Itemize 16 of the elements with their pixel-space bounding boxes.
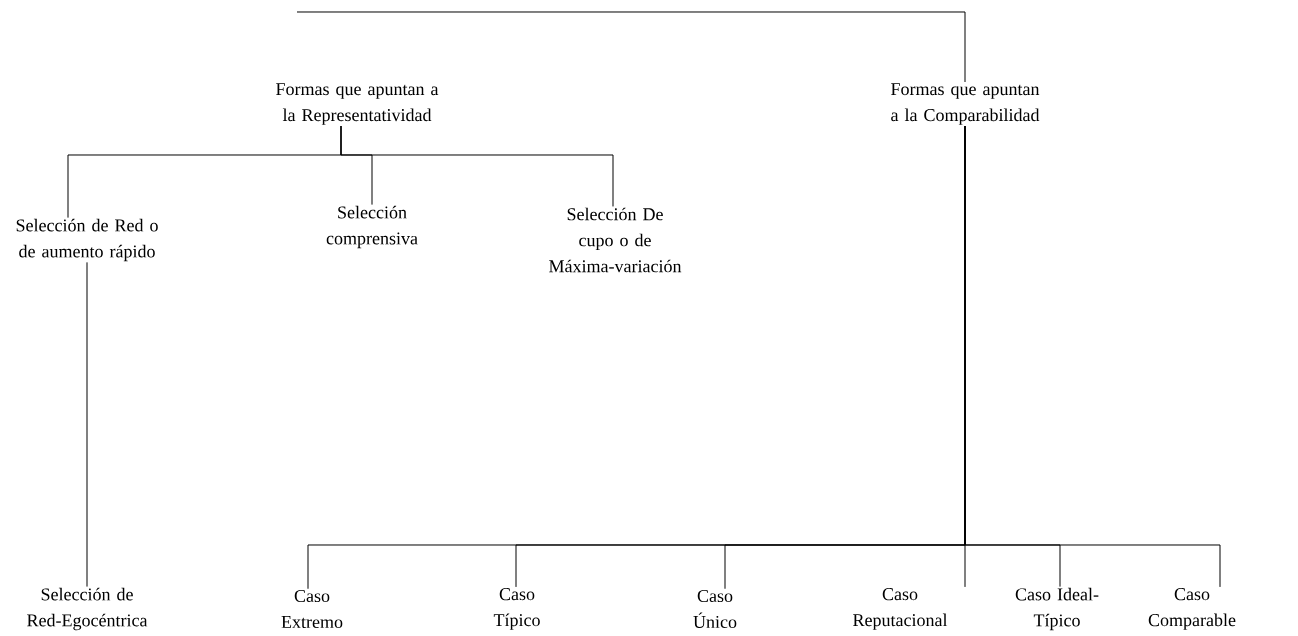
connector-line <box>964 125 1221 588</box>
node-label: Selección De cupo o de Máxima-variación <box>549 207 682 273</box>
node-label: Caso Reputacional <box>853 588 948 630</box>
node-label: Caso Extremo <box>281 589 343 629</box>
node-label: Formas que apuntan a la Comparabilidad <box>891 83 1040 125</box>
node-label: Caso Único <box>693 589 737 629</box>
node-label: Selección de Red-Egocéntrica <box>27 587 148 631</box>
node-label: Selección de Red o de aumento rápido <box>16 218 158 262</box>
node-label: Selección comprensiva <box>326 205 418 249</box>
node-label: Caso Comparable <box>1148 588 1236 630</box>
connector-line <box>86 261 88 588</box>
node-label: Caso Típico <box>493 588 540 630</box>
connector-line <box>340 125 614 207</box>
connector-line <box>296 11 966 83</box>
node-label: Formas que apuntan a la Representatividad <box>276 83 439 125</box>
node-label: Caso Ideal-Típico <box>1015 587 1099 631</box>
